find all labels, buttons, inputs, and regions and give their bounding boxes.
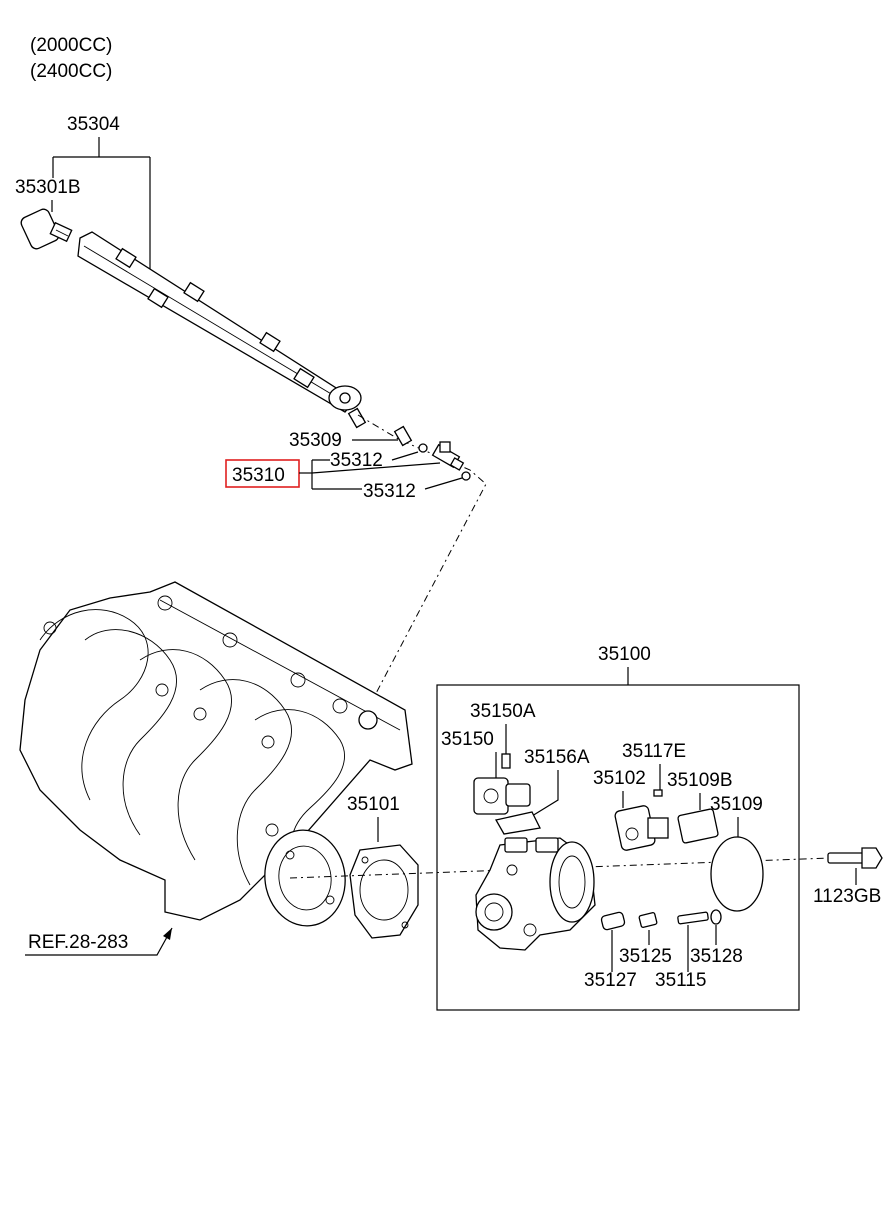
label-35150[interactable]: 35150 bbox=[441, 729, 494, 750]
screw-35115 bbox=[677, 911, 709, 925]
variant-2000cc: (2000CC) bbox=[30, 35, 112, 56]
label-35309[interactable]: 35309 bbox=[289, 430, 342, 451]
label-35109B[interactable]: 35109B bbox=[667, 770, 733, 791]
label-35125[interactable]: 35125 bbox=[619, 946, 672, 967]
label-35310[interactable]: 35310 bbox=[232, 465, 285, 486]
fuel-rail-plug bbox=[20, 208, 73, 250]
label-35100[interactable]: 35100 bbox=[598, 644, 651, 665]
screw-35117E bbox=[653, 789, 663, 797]
throttle-body bbox=[475, 837, 596, 951]
label-35128[interactable]: 35128 bbox=[690, 946, 743, 967]
fuel-rail bbox=[77, 231, 367, 429]
spring-35125 bbox=[638, 912, 658, 928]
screw-35150A bbox=[501, 753, 511, 769]
label-35312-lower[interactable]: 35312 bbox=[363, 481, 416, 502]
fuel-injector bbox=[431, 441, 465, 471]
label-35156A[interactable]: 35156A bbox=[524, 747, 590, 768]
variant-2400cc: (2400CC) bbox=[30, 61, 112, 82]
arrow-head-icon bbox=[163, 928, 172, 940]
label-35312-upper[interactable]: 35312 bbox=[330, 450, 383, 471]
label-35101[interactable]: 35101 bbox=[347, 794, 400, 815]
o-ring-lower bbox=[461, 471, 471, 481]
throttle-body-assembly-box bbox=[436, 684, 800, 1011]
label-1123GB[interactable]: 1123GB bbox=[813, 886, 881, 907]
gasket-35156A bbox=[494, 811, 541, 835]
label-35117E[interactable]: 35117E bbox=[622, 741, 686, 762]
part-35127 bbox=[600, 911, 626, 931]
label-35127[interactable]: 35127 bbox=[584, 970, 637, 991]
label-35102[interactable]: 35102 bbox=[593, 768, 646, 789]
cover-35109B bbox=[677, 808, 719, 844]
label-35150A[interactable]: 35150A bbox=[470, 701, 536, 722]
bolt-35309 bbox=[393, 425, 413, 447]
o-ring-upper bbox=[418, 443, 428, 453]
idle-speed-actuator bbox=[473, 777, 531, 815]
label-ref-28-283[interactable]: REF.28-283 bbox=[28, 932, 128, 953]
gasket-35101 bbox=[349, 844, 419, 939]
label-35115[interactable]: 35115 bbox=[655, 970, 706, 991]
cap-35128 bbox=[710, 909, 722, 925]
bolt-1123GB bbox=[827, 847, 883, 869]
label-35301B[interactable]: 35301B bbox=[15, 177, 81, 198]
label-35109[interactable]: 35109 bbox=[710, 794, 763, 815]
assembly-guide-line-rail bbox=[357, 414, 487, 721]
label-35304[interactable]: 35304 bbox=[67, 114, 120, 135]
intake-manifold bbox=[19, 581, 413, 927]
cover-disc-35109 bbox=[710, 836, 764, 912]
throttle-position-sensor bbox=[614, 805, 669, 851]
assembly-guide-line-throttle bbox=[289, 857, 831, 879]
